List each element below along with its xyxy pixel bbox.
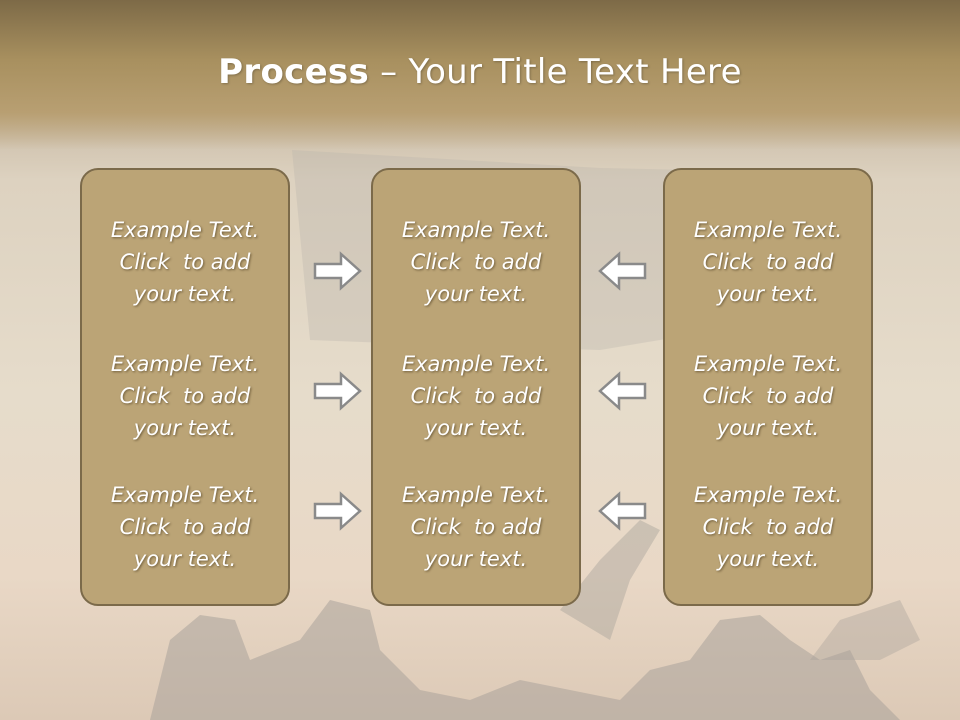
panel-text[interactable]: Example Text. Click to add your text. (401, 483, 551, 571)
panel-text[interactable]: Example Text. Click to add your text. (110, 483, 260, 571)
left-arrow-icon[interactable] (597, 491, 647, 531)
right-arrow-icon[interactable] (313, 371, 363, 411)
panel-text[interactable]: Example Text. Click to add your text. (693, 218, 843, 306)
title-band (0, 0, 960, 150)
process-panel-left[interactable]: Example Text. Click to add your text. Ex… (80, 168, 290, 606)
title-bold: Process (218, 52, 370, 92)
title-rest: – Your Title Text Here (369, 52, 742, 92)
process-panel-right[interactable]: Example Text. Click to add your text. Ex… (663, 168, 873, 606)
panel-text[interactable]: Example Text. Click to add your text. (110, 218, 260, 306)
panel-text[interactable]: Example Text. Click to add your text. (110, 352, 260, 440)
left-arrow-icon[interactable] (597, 371, 647, 411)
panel-text[interactable]: Example Text. Click to add your text. (693, 352, 843, 440)
left-arrow-icon[interactable] (597, 251, 647, 291)
panel-text[interactable]: Example Text. Click to add your text. (693, 483, 843, 571)
panel-text[interactable]: Example Text. Click to add your text. (401, 352, 551, 440)
process-panel-center[interactable]: Example Text. Click to add your text. Ex… (371, 168, 581, 606)
panel-text[interactable]: Example Text. Click to add your text. (401, 218, 551, 306)
right-arrow-icon[interactable] (313, 491, 363, 531)
right-arrow-icon[interactable] (313, 251, 363, 291)
slide-title[interactable]: Process – Your Title Text Here (0, 52, 960, 92)
